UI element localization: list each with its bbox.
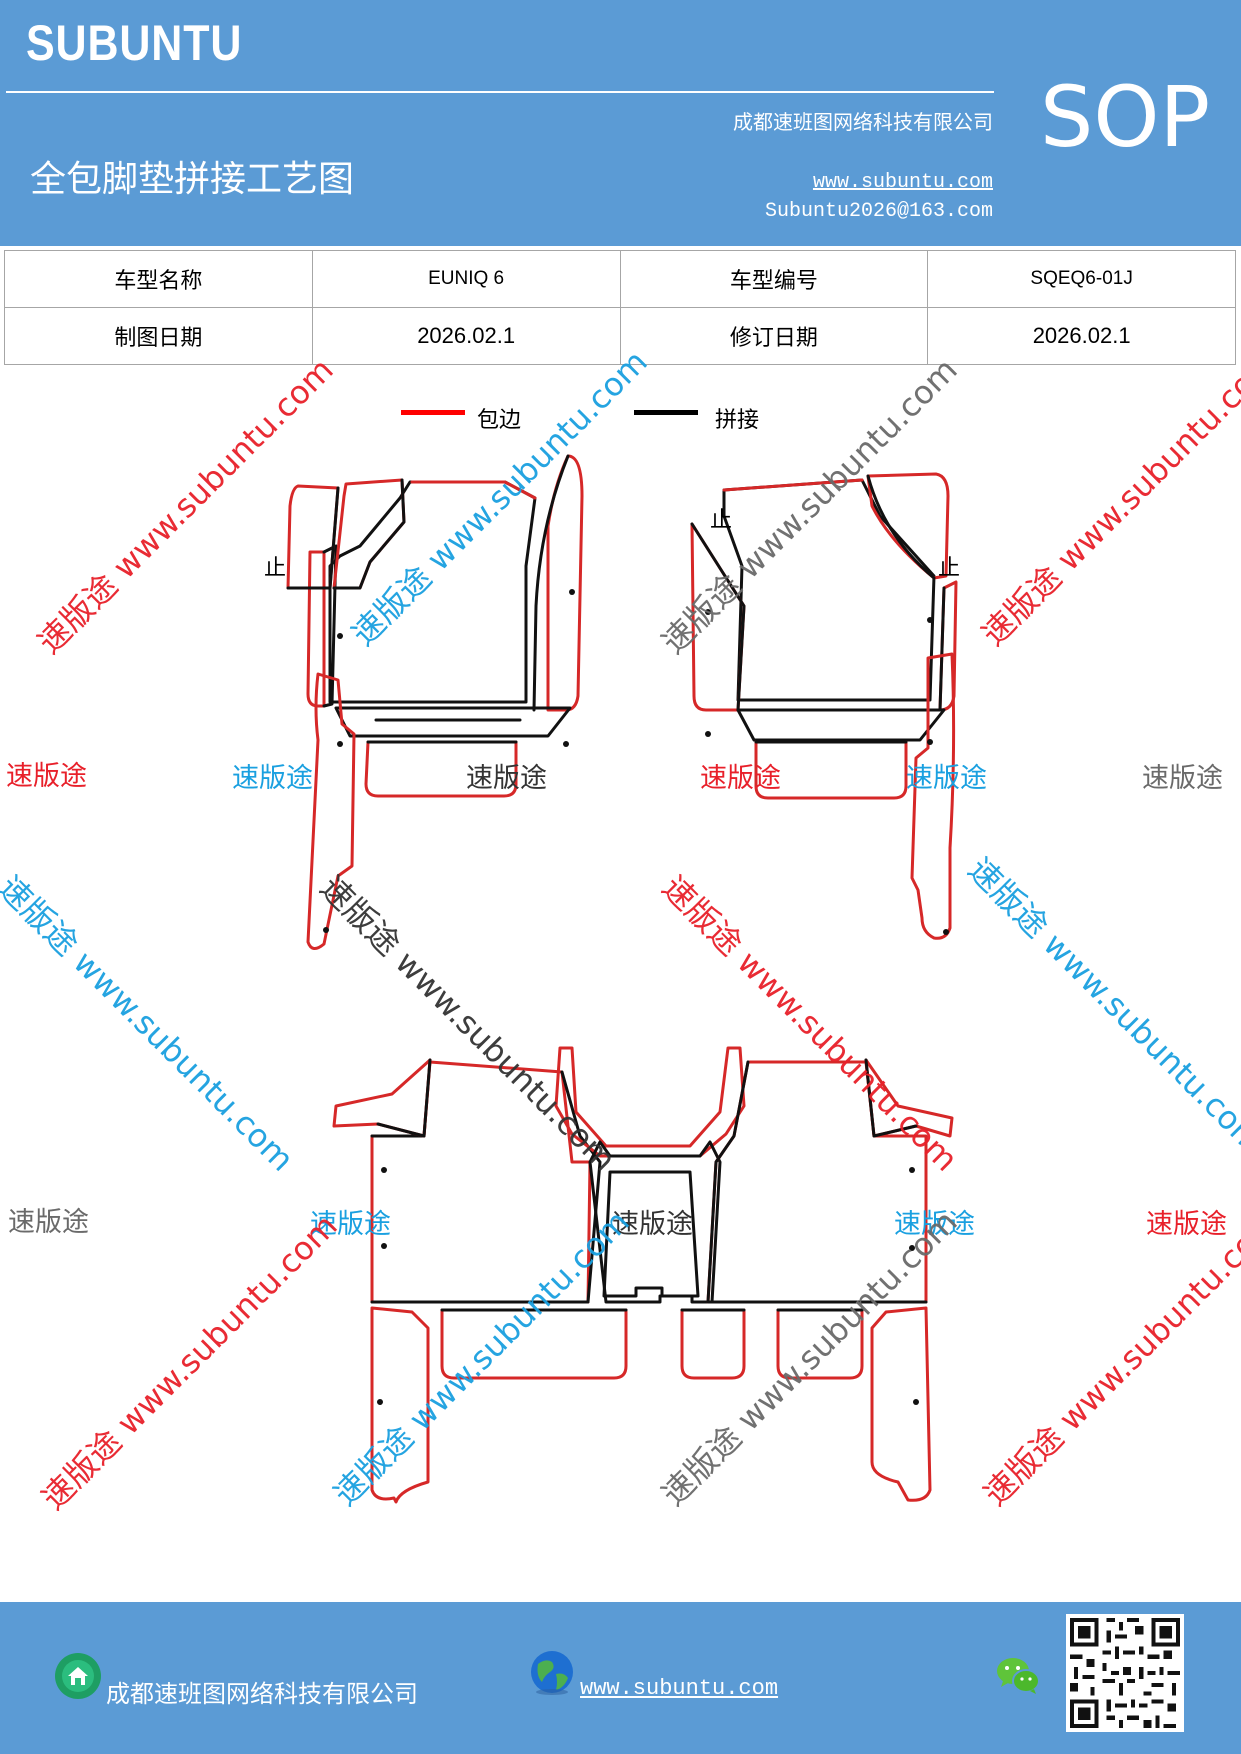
page-header: SUBUNTU 成都速班图网络科技有限公司 全包脚垫拼接工艺图 www.subu… xyxy=(0,0,1241,246)
rear-right-wedge-join xyxy=(864,1058,918,1138)
watermark-brand: 速版途 xyxy=(700,763,781,794)
rear-tunnel-top xyxy=(554,1046,746,1158)
driver-mat-group xyxy=(286,454,584,950)
model-code-value: SQEQ6-01J xyxy=(927,250,1236,308)
passenger-main-body xyxy=(722,478,936,702)
brand-logo: SUBUNTU xyxy=(26,15,243,71)
rear-tunnel-inner xyxy=(602,1170,700,1298)
watermark-brand: 速版途 xyxy=(466,763,547,794)
driver-right-crescent xyxy=(546,454,584,712)
stop-mark: 止 xyxy=(710,508,733,533)
driver-main-edge xyxy=(410,480,537,500)
revise-date-label: 修订日期 xyxy=(619,307,929,365)
passenger-heel-bar xyxy=(736,708,946,742)
draw-date-value: 2026.02.1 xyxy=(311,307,621,365)
rear-dot xyxy=(909,1167,915,1173)
mat-pieces-drawing xyxy=(286,454,958,1504)
driver-right-crescent-join xyxy=(532,454,570,712)
info-table: 车型名称 EUNIQ 6 车型编号 SQEQ6-01J 制图日期 2026.02… xyxy=(4,250,1236,365)
watermark-brand: 速版途 xyxy=(1146,1209,1227,1240)
footer-company: 成都速班图网络科技有限公司 xyxy=(106,1680,418,1708)
driver-left-strip-join xyxy=(322,544,338,708)
rear-dot xyxy=(909,1245,915,1251)
passenger-dot xyxy=(705,609,711,615)
table-row: 制图日期 2026.02.1 修订日期 2026.02.1 xyxy=(4,307,1236,365)
passenger-mat-group xyxy=(690,472,958,940)
stop-mark: 止 xyxy=(264,556,287,581)
legend-edge-swatch xyxy=(401,410,465,415)
passenger-bottom-pad xyxy=(754,740,908,800)
driver-dot xyxy=(323,927,329,933)
rear-dot xyxy=(381,1167,387,1173)
legend-join-swatch xyxy=(634,410,698,415)
table-row: 车型名称 EUNIQ 6 车型编号 SQEQ6-01J xyxy=(4,250,1236,308)
rear-right-main-join xyxy=(706,1060,928,1304)
rear-mat-group xyxy=(332,1046,954,1504)
page-footer: 成都速班图网络科技有限公司 www.subuntu.com xyxy=(0,1602,1241,1754)
driver-left-strip xyxy=(306,550,326,708)
header-website-link[interactable]: www.subuntu.com xyxy=(812,171,993,194)
passenger-right-strip-join xyxy=(938,586,946,712)
draw-date-label: 制图日期 xyxy=(4,307,313,365)
legend-join-label: 拼接 xyxy=(715,408,760,433)
passenger-dot xyxy=(705,731,711,737)
rear-dot xyxy=(913,1399,919,1405)
header-divider xyxy=(6,91,994,93)
rear-dot xyxy=(381,1243,387,1249)
rear-dot xyxy=(377,1399,383,1405)
header-company: 成都速班图网络科技有限公司 xyxy=(733,110,993,134)
driver-sill-strip xyxy=(306,672,356,950)
watermark-brand: 速版途 xyxy=(1142,763,1223,794)
driver-dot xyxy=(563,741,569,747)
rear-left-sill xyxy=(370,1306,430,1504)
home-icon xyxy=(55,1653,101,1699)
footer-website-link[interactable]: www.subuntu.com xyxy=(580,1676,779,1701)
driver-top-small-join xyxy=(286,486,340,590)
rear-pad-1 xyxy=(440,1308,628,1380)
passenger-left-wedge xyxy=(690,522,746,712)
rear-pad-3 xyxy=(776,1308,864,1380)
rear-pad-2 xyxy=(680,1308,746,1380)
watermark-brand: 速版途 xyxy=(232,763,313,794)
wechat-icon xyxy=(997,1658,1040,1694)
passenger-main-edge xyxy=(722,478,864,492)
revise-date-value: 2026.02.1 xyxy=(927,307,1236,365)
watermark-brand: 速版途 xyxy=(6,761,87,792)
stop-mark: 止 xyxy=(938,556,961,581)
watermark-brand: 速版途 xyxy=(906,763,987,794)
model-name-value: EUNIQ 6 xyxy=(311,250,621,308)
mat-diagram: 包边 拼接 xyxy=(0,343,1241,1600)
model-code-label: 车型编号 xyxy=(619,250,929,308)
driver-dot xyxy=(569,589,575,595)
page-title: 全包脚垫拼接工艺图 xyxy=(30,159,355,200)
driver-heel-bar xyxy=(334,706,572,738)
rear-right-sill xyxy=(870,1306,932,1502)
watermark-brand: 速版途 xyxy=(8,1207,89,1238)
passenger-top-cap-join xyxy=(866,474,936,580)
watermark-brand: 速版途 xyxy=(310,1209,391,1240)
model-name-label: 车型名称 xyxy=(4,250,313,308)
driver-bottom-pad xyxy=(364,740,518,798)
driver-dot xyxy=(337,633,343,639)
legend-edge-label: 包边 xyxy=(477,408,522,433)
rear-left-wedge-join xyxy=(376,1058,432,1138)
passenger-dot xyxy=(927,617,933,623)
passenger-dot xyxy=(943,929,949,935)
passenger-left-wedge-join xyxy=(690,522,746,712)
header-email: Subuntu2026@163.com xyxy=(764,200,993,223)
watermark-brand: 速版途 xyxy=(612,1209,693,1240)
passenger-dot xyxy=(927,739,933,745)
qr-code[interactable] xyxy=(1066,1614,1184,1732)
watermark-brand: 速版途 xyxy=(894,1209,975,1240)
globe-icon xyxy=(531,1651,573,1695)
driver-dot xyxy=(337,741,343,747)
sop-badge: SOP xyxy=(1040,68,1211,166)
passenger-top-cap xyxy=(866,472,950,580)
passenger-sill-strip xyxy=(910,652,956,940)
driver-top-strip-join xyxy=(332,478,406,590)
